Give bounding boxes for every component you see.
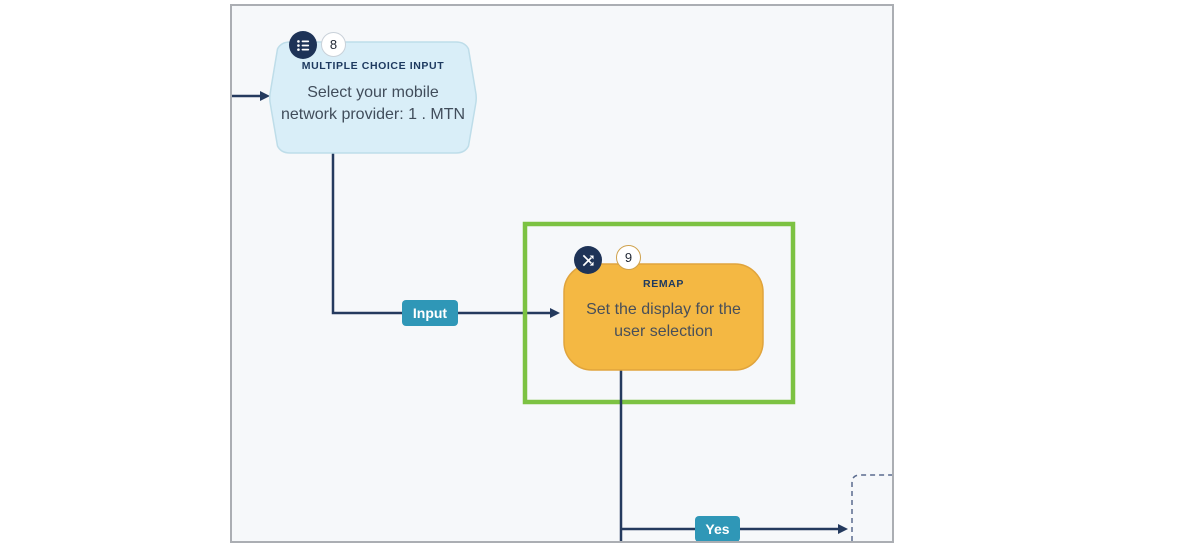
node-text: Set the display for the user selection [564,299,763,343]
node-text-line: user selection [614,323,713,340]
node-text-line: Select your mobile [307,84,439,101]
step-number-badge: 9 [616,245,641,270]
selection-highlight [522,221,796,405]
shuffle-icon [574,246,602,274]
node-remap[interactable]: 9 REMAP Set the display for the user sel… [564,245,763,370]
node-text-line: network provider: 1 . MTN [280,106,466,123]
list-icon [289,31,317,59]
step-number-badge: 8 [321,32,346,57]
node-type-label: REMAP [643,278,684,290]
node-text-line: Set the display for the [586,301,741,318]
remap-node-shape[interactable] [563,263,764,371]
edge-label-yes[interactable]: Yes [695,516,740,541]
multiple-choice-node-shape[interactable] [269,41,477,154]
node-multiple-choice-input[interactable]: 8 MULTIPLE CHOICE INPUT Select your mobi… [269,31,477,153]
node-type-label: MULTIPLE CHOICE INPUT [301,60,445,72]
flow-canvas[interactable]: 8 MULTIPLE CHOICE INPUT Select your mobi… [230,4,894,543]
connector-input-edge [331,153,560,318]
placeholder-node-outline[interactable] [851,474,892,541]
node-text: Select your mobile network provider: 1 .… [272,82,474,126]
edge-label-input[interactable]: Input [402,300,458,326]
connector-layer [232,41,892,541]
